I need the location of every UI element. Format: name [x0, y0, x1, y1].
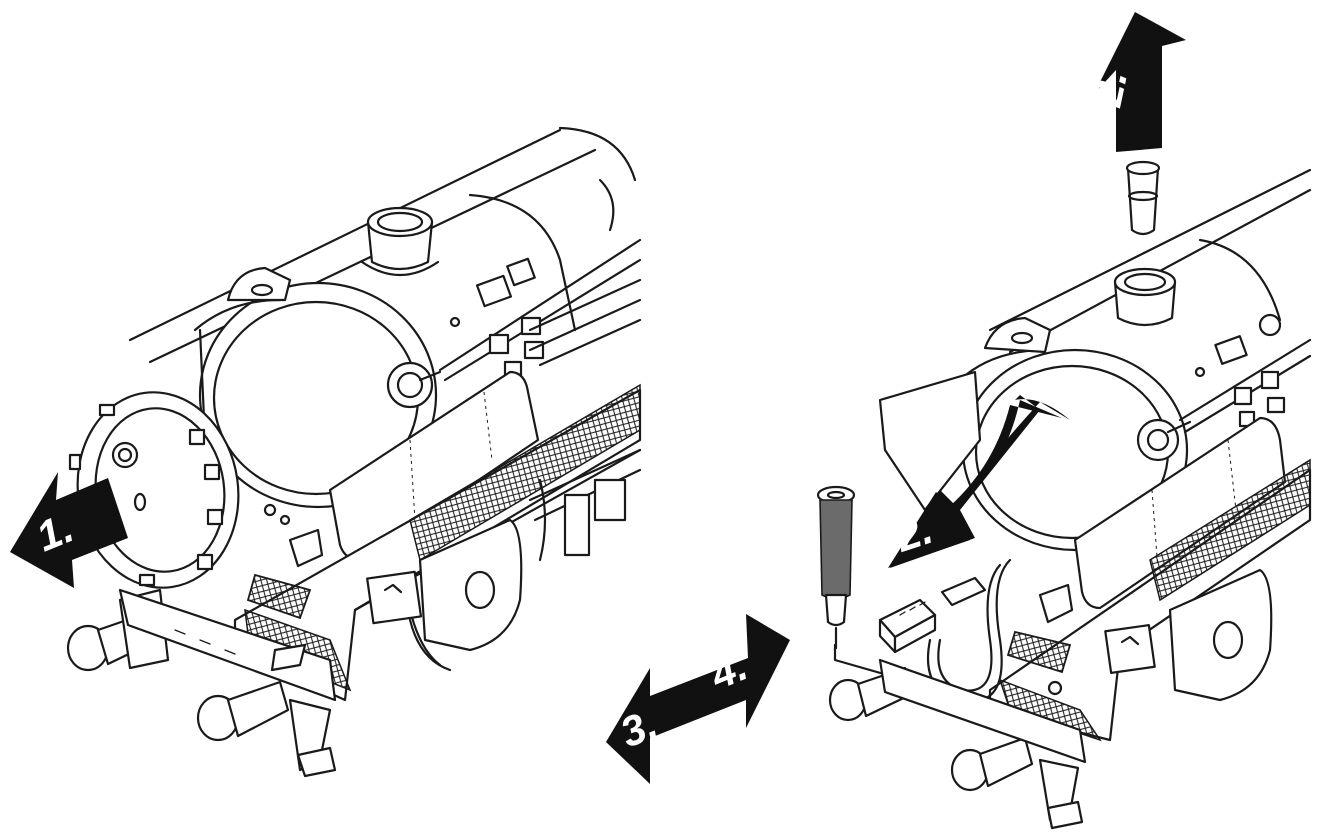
r-boiler-top-line [988, 168, 1312, 332]
boiler-top-line [128, 128, 562, 342]
step2-up-arrow: 2. [1083, 12, 1186, 152]
chimney-insert-lifted [1125, 160, 1161, 236]
right-locomotive-front: 2. [816, 12, 1312, 830]
r-boiler-pipework [1178, 313, 1312, 434]
buffer-beam-marks [174, 629, 236, 655]
buffer-beam [118, 588, 337, 702]
r-cylinder-block [1104, 568, 1273, 702]
r-open-plate [878, 370, 982, 512]
smoke-deflector [328, 370, 540, 562]
cylinder-block [366, 518, 523, 667]
r-lamp-bracket-hole [1010, 331, 1034, 345]
valve-gear [528, 448, 642, 562]
r-boiler-band [1198, 238, 1282, 322]
lamp-bracket-hole [250, 283, 274, 297]
smokebox-ring [198, 281, 438, 509]
beam-lamp [270, 643, 307, 672]
r-lamp-bracket [983, 316, 1052, 354]
plug-connector [878, 576, 987, 654]
front-wheel [408, 618, 452, 672]
front-steps [246, 503, 324, 620]
right-buffers [828, 666, 1084, 830]
smoke-generator [816, 485, 856, 650]
boiler-end-curve [558, 126, 637, 182]
smokebox-handle [386, 361, 442, 409]
left-locomotive-front: 1. [10, 126, 642, 778]
step3-4-double-arrow: 3. 4. [606, 614, 790, 784]
r-front-steps [1006, 583, 1074, 696]
lamp-bracket [226, 266, 292, 302]
r-buffer-beam [878, 658, 1087, 764]
boiler-pipework [438, 178, 642, 382]
r-chimney-base [1113, 267, 1177, 327]
chimney [360, 206, 440, 277]
r-smokebox-handle [1136, 418, 1192, 462]
boiler-band [468, 193, 577, 332]
step1-arrow: 1. [10, 472, 128, 588]
